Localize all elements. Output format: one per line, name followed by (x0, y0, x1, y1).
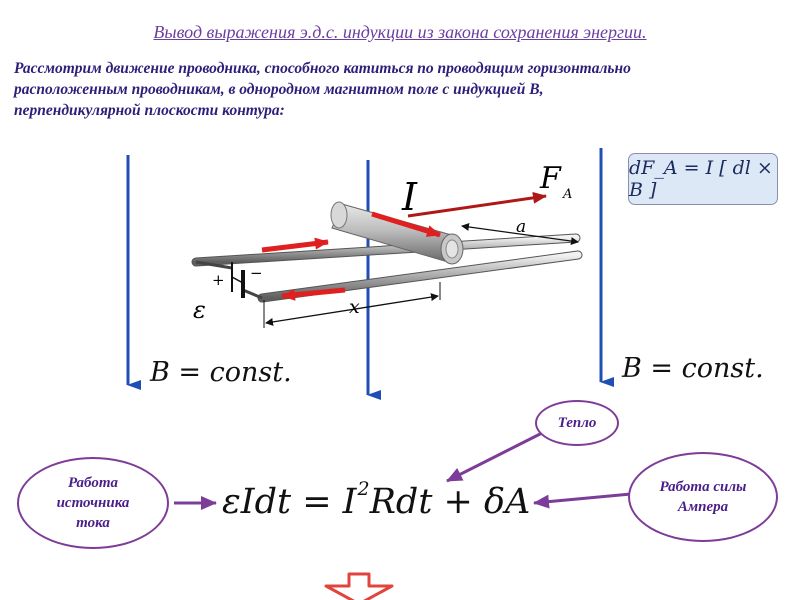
oval-ampere-work-label: Работа силы Ампера (659, 479, 747, 515)
intro-line-3: перпендикулярной плоскости контура: (14, 102, 285, 119)
intro-text: Рассмотрим движение проводника, способно… (14, 58, 789, 121)
b-const-right: B = const. (622, 353, 764, 384)
force-subscript: A (562, 187, 572, 202)
oval-heat: Тепло (535, 400, 619, 446)
dimension-a (461, 222, 579, 246)
intro-line-2: расположенным проводникам, в однородном … (14, 81, 544, 98)
dimension-x (265, 293, 439, 326)
plus-label: + (212, 271, 225, 289)
pointer-from-ampere (533, 492, 632, 509)
dimension-x-label: x (349, 296, 360, 318)
b-const-left: B = const. (150, 357, 292, 388)
current-label: I (401, 175, 418, 219)
oval-source-work: Работа источника тока (17, 457, 169, 549)
energy-equation: εIdt = I2Rdt + δA (222, 478, 530, 522)
minus-label: − (250, 264, 263, 282)
current-arrow-rod (371, 211, 441, 238)
equation-power: 2 (357, 478, 370, 500)
pointer-from-heat (446, 430, 545, 483)
emf-label: ε (193, 296, 206, 324)
intro-line-1: Рассмотрим движение проводника, способно… (14, 60, 631, 77)
dimension-a-label: a (516, 217, 526, 237)
equation-part-1: εIdt = I (222, 482, 357, 522)
rolling-rod (330, 201, 464, 265)
force-arrow (407, 191, 547, 218)
ampere-force-formula: dF_A = I [ dl × B ] (628, 153, 778, 205)
force-label: F (539, 161, 562, 196)
slide-title: Вывод выражения э.д.с. индукции из закон… (153, 22, 647, 42)
equation-part-2: Rdt + δA (369, 482, 531, 522)
oval-ampere-work: Работа силы Ампера (628, 452, 778, 542)
oval-source-work-label: Работа источника тока (56, 475, 130, 531)
battery (231, 262, 245, 298)
current-arrow-top-rail (261, 237, 329, 253)
oval-heat-label: Тепло (557, 415, 597, 431)
down-arrow-icon (324, 572, 394, 600)
ampere-force-formula-text: dF_A = I [ dl × B ] (629, 157, 773, 201)
